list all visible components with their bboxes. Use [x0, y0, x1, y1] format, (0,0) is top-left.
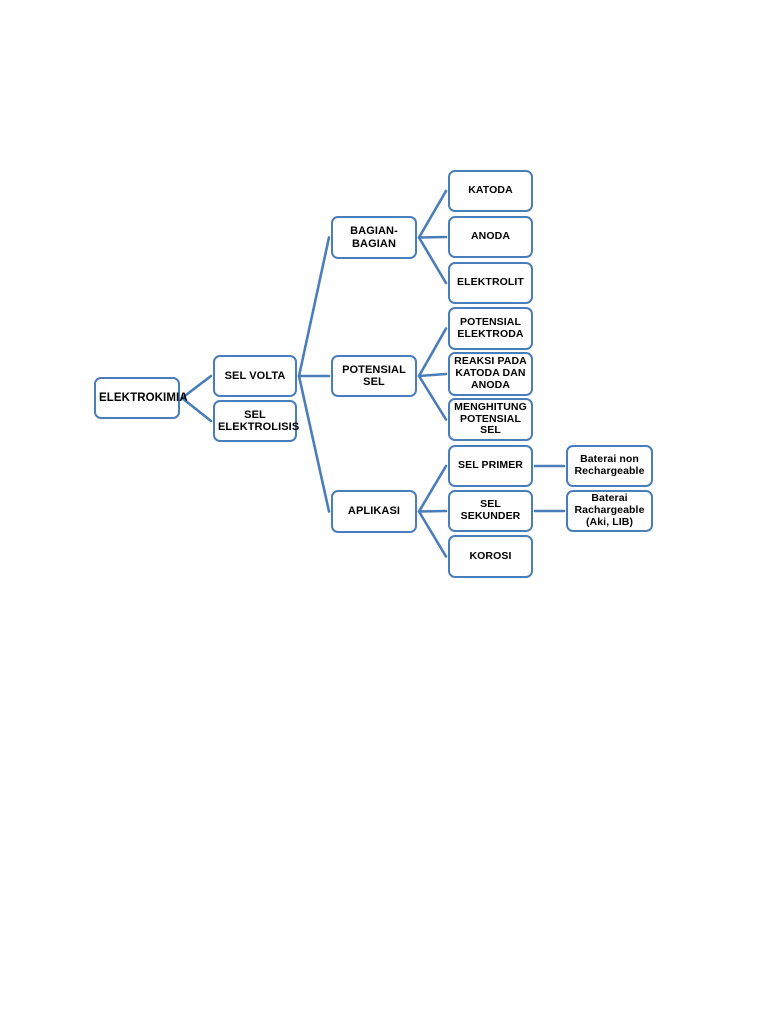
- node-label-potensial-elektroda: POTENSIAL ELEKTRODA: [457, 315, 524, 340]
- node-label-potensial-sel: POTENSIAL SEL: [342, 363, 406, 388]
- node-potensial-sel: POTENSIAL SEL: [331, 355, 417, 397]
- node-label-sel-primer: SEL PRIMER: [458, 459, 523, 472]
- node-elektrokimia: ELEKTROKIMIA: [94, 377, 188, 419]
- node-sel-sekunder: SEL SEKUNDER: [448, 490, 533, 532]
- node-baterai-rachargeable: Baterai Rachargeable (Aki, LIB): [566, 490, 653, 532]
- node-label-menghitung-potensial-sel: MENGHITUNG POTENSIAL SEL: [454, 400, 527, 437]
- connector-e-bagian-katoda: [417, 189, 448, 239]
- node-label-bagian-bagian: BAGIAN-BAGIAN: [350, 225, 398, 250]
- node-label-elektrokimia: ELEKTROKIMIA: [99, 391, 188, 404]
- connector-e-potensial-elektroda: [417, 327, 448, 378]
- node-label-katoda: KATODA: [468, 184, 513, 197]
- node-reaksi-pada-katoda-dan-anoda: REAKSI PADA KATODA DAN ANODA: [448, 352, 533, 396]
- connector-e-aplikasi-korosi: [417, 510, 448, 558]
- connector-e-selvolta-bagian: [297, 236, 331, 378]
- node-label-sel-elektrolisis: SEL ELEKTROLISIS: [218, 408, 300, 433]
- connector-e-bagian-elektrolit: [417, 236, 448, 285]
- node-katoda: KATODA: [448, 170, 533, 212]
- node-sel-volta: SEL VOLTA: [213, 355, 297, 397]
- node-label-sel-volta: SEL VOLTA: [224, 369, 286, 382]
- node-sel-elektrolisis: SEL ELEKTROLISIS: [213, 400, 300, 442]
- node-anoda: ANODA: [448, 216, 533, 258]
- node-label-korosi: KOROSI: [469, 549, 512, 562]
- connector-e-bagian-anoda: [417, 235, 448, 239]
- node-label-anoda: ANODA: [471, 230, 510, 243]
- node-sel-primer: SEL PRIMER: [448, 445, 533, 487]
- connector-e-potensial-reaksi: [417, 372, 448, 378]
- node-bagian-bagian: BAGIAN-BAGIAN: [331, 216, 417, 259]
- node-label-baterai-non-rechargeable: Baterai non Rechargeable: [574, 453, 645, 477]
- node-aplikasi: APLIKASI: [331, 490, 417, 533]
- connector-e-aplikasi-sekunder: [417, 509, 448, 513]
- connector-e-aplikasi-primer: [417, 464, 448, 513]
- node-label-baterai-rachargeable: Baterai Rachargeable (Aki, LIB): [574, 492, 645, 528]
- node-label-sel-sekunder: SEL SEKUNDER: [460, 498, 521, 522]
- connector-e-potensial-menghitung: [417, 374, 448, 421]
- node-label-elektrolit: ELEKTROLIT: [457, 276, 524, 289]
- node-menghitung-potensial-sel: MENGHITUNG POTENSIAL SEL: [448, 398, 533, 441]
- connector-e-selvolta-aplikasi: [297, 374, 331, 513]
- node-label-aplikasi: APLIKASI: [347, 505, 401, 518]
- node-label-reaksi-pada-katoda-dan-anoda: REAKSI PADA KATODA DAN ANODA: [454, 355, 527, 391]
- node-potensial-elektroda: POTENSIAL ELEKTRODA: [448, 307, 533, 350]
- node-korosi: KOROSI: [448, 535, 533, 578]
- node-elektrolit: ELEKTROLIT: [448, 262, 533, 304]
- node-baterai-non-rechargeable: Baterai non Rechargeable: [566, 445, 653, 487]
